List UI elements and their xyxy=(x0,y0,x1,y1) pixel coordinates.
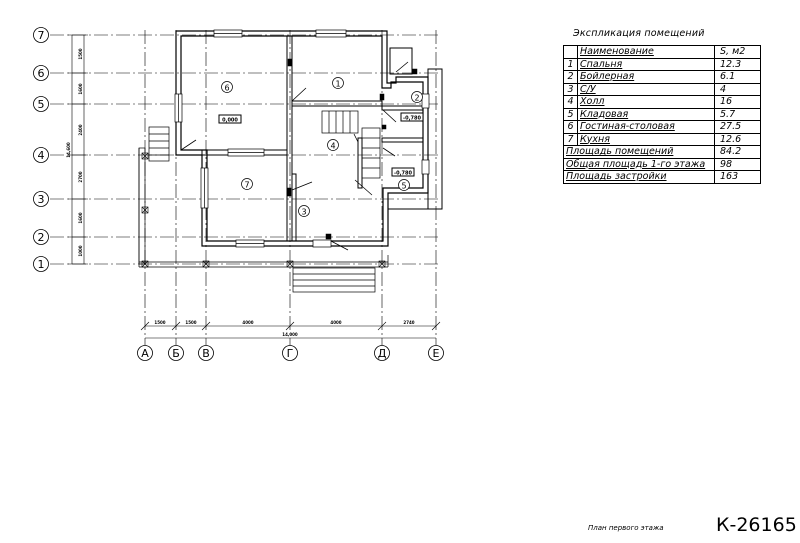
table-row: 6 Гостиная-столовая 27.5 xyxy=(563,120,761,134)
svg-text:2400: 2400 xyxy=(78,124,83,135)
room-bubble-5: 5 xyxy=(398,179,410,191)
svg-text:4000: 4000 xyxy=(242,320,253,325)
svg-text:1500: 1500 xyxy=(185,320,196,325)
side-stair xyxy=(148,126,170,162)
axis-bubble-1: 1 xyxy=(33,256,49,272)
drawing-caption: План первого этажа xyxy=(588,524,664,532)
svg-text:14,600: 14,600 xyxy=(66,142,71,158)
svg-text:В: В xyxy=(202,347,210,360)
svg-text:1: 1 xyxy=(38,258,45,271)
terrace xyxy=(138,147,389,268)
svg-text:Б: Б xyxy=(172,347,180,360)
svg-text:7: 7 xyxy=(38,29,45,42)
room-bubble-6: 6 xyxy=(221,81,233,93)
svg-text:3: 3 xyxy=(38,193,45,206)
svg-text:7: 7 xyxy=(244,181,249,190)
svg-text:Е: Е xyxy=(433,347,440,360)
horizontal-dimension-chain xyxy=(140,321,441,339)
svg-text:2: 2 xyxy=(414,94,419,103)
room-number-bubbles: 1 2 3 4 5 6 7 xyxy=(221,77,423,217)
header-name: Наименование xyxy=(577,45,715,59)
windows xyxy=(174,29,430,248)
summary-row: Общая площадь 1-го этажа 98 xyxy=(563,157,761,171)
svg-text:Д: Д xyxy=(378,347,387,360)
axis-bubble-4: 4 xyxy=(33,147,49,163)
svg-text:2: 2 xyxy=(38,231,45,244)
svg-text:3: 3 xyxy=(301,208,306,217)
svg-text:1500: 1500 xyxy=(78,48,83,59)
svg-text:1600: 1600 xyxy=(78,212,83,223)
vertical-dimension-chain xyxy=(68,34,88,265)
room-bubble-1: 1 xyxy=(332,77,344,89)
fixtures xyxy=(286,58,418,240)
svg-text:5: 5 xyxy=(38,98,45,111)
axis-bubble-d: Д xyxy=(374,345,390,361)
level-mark-boiler: -0,780 xyxy=(400,112,424,122)
table-row: 2 Бойлерная 6.1 xyxy=(563,70,761,84)
axis-bubble-7: 7 xyxy=(33,27,49,43)
header-area: S, м2 xyxy=(714,45,761,59)
entrance-stairs xyxy=(292,267,376,293)
terrace-columns xyxy=(141,152,386,268)
right-extension xyxy=(387,47,443,210)
svg-text:2740: 2740 xyxy=(403,320,414,325)
axis-bubble-2: 2 xyxy=(33,229,49,245)
vertical-dimension-labels: 1500 1600 2400 2700 1600 1000 14,600 xyxy=(66,48,83,256)
table-row: 5 Кладовая 5.7 xyxy=(563,107,761,121)
project-code: К-26165 xyxy=(716,514,797,536)
table-header-row: Наименование S, м2 xyxy=(563,45,761,59)
level-mark-hall: 0,000 xyxy=(218,114,242,124)
level-mark-storage: -0,780 xyxy=(391,167,415,177)
room-table: Наименование S, м2 1 Спальня 12.3 2 Бойл… xyxy=(563,45,761,184)
row-axis-bubbles: 7 6 5 4 3 2 1 xyxy=(33,27,49,272)
table-row: 4 Холл 16 xyxy=(563,95,761,109)
horizontal-dimension-labels: 1500 1500 4000 4000 2740 14,000 xyxy=(154,320,414,337)
axis-bubble-g: Г xyxy=(282,345,298,361)
axis-bubble-e: Е xyxy=(428,345,444,361)
svg-text:14,000: 14,000 xyxy=(282,332,298,337)
table-row: 7 Кухня 12.6 xyxy=(563,132,761,146)
room-explication: Экспликация помещений Наименование S, м2… xyxy=(563,28,761,184)
svg-text:4000: 4000 xyxy=(330,320,341,325)
svg-text:1600: 1600 xyxy=(78,83,83,94)
axis-bubble-5: 5 xyxy=(33,96,49,112)
svg-text:1: 1 xyxy=(335,80,340,89)
svg-text:0,000: 0,000 xyxy=(222,118,238,124)
svg-text:-0,780: -0,780 xyxy=(394,171,412,177)
svg-text:6: 6 xyxy=(224,84,229,93)
room-bubble-3: 3 xyxy=(298,205,310,217)
room-bubble-7: 7 xyxy=(241,178,253,190)
svg-text:2700: 2700 xyxy=(78,171,83,182)
room-bubble-2: 2 xyxy=(411,91,423,103)
axis-bubble-b: Б xyxy=(168,345,184,361)
hall-stair xyxy=(321,110,381,196)
table-row: 1 Спальня 12.3 xyxy=(563,57,761,71)
header-num xyxy=(563,45,578,59)
axis-bubble-v: В xyxy=(198,345,214,361)
svg-text:1500: 1500 xyxy=(154,320,165,325)
summary-row: Площадь помещений 84.2 xyxy=(563,145,761,159)
axis-bubble-6: 6 xyxy=(33,65,49,81)
summary-row: Площадь застройки 163 xyxy=(563,170,761,184)
axis-bubble-3: 3 xyxy=(33,191,49,207)
svg-text:1000: 1000 xyxy=(78,245,83,256)
svg-text:4: 4 xyxy=(38,149,45,162)
svg-text:5: 5 xyxy=(401,182,406,191)
room-bubble-4: 4 xyxy=(327,139,339,151)
column-axis-bubbles: А Б В Г Д Е xyxy=(137,345,444,361)
doors xyxy=(180,61,409,251)
table-row: 3 С/У 4 xyxy=(563,82,761,96)
svg-text:6: 6 xyxy=(38,67,45,80)
level-marks: 0,000 -0,780 -0,780 xyxy=(218,112,424,177)
axis-bubble-a: А xyxy=(137,345,153,361)
svg-text:А: А xyxy=(141,347,149,360)
svg-text:4: 4 xyxy=(330,142,335,151)
svg-text:-0,780: -0,780 xyxy=(403,116,421,122)
svg-text:Г: Г xyxy=(287,347,294,360)
table-title: Экспликация помещений xyxy=(573,28,705,39)
